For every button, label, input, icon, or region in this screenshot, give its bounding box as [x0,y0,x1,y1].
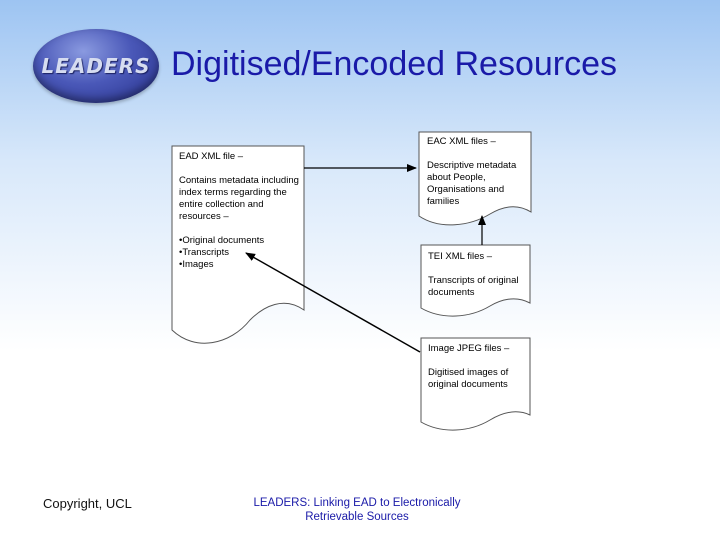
footer-caption: LEADERS: Linking EAD to Electronically R… [253,497,461,523]
logo-text: LEADERS [41,54,151,78]
ead-document-text: EAD XML file – Contains metadata includi… [179,151,301,271]
arrow-image-to-ead [245,252,421,353]
eac-description: Descriptive metadata about People, Organ… [427,160,517,207]
eac-document-shape [418,131,532,226]
image-description: Digitised images of original documents [428,367,509,390]
image-document-shape [420,337,531,431]
ead-heading: EAD XML file – [179,151,244,162]
eac-heading: EAC XML files – [427,136,496,147]
page-title: Digitised/Encoded Resources [171,45,618,83]
image-document-text: Image JPEG files – Digitised images of o… [428,343,528,391]
leaders-logo: LEADERS [33,29,159,103]
ead-item-original-documents: •Original documents [179,235,265,246]
tei-document-text: TEI XML files – Transcripts of original … [428,251,528,299]
tei-heading: TEI XML files – [428,251,493,262]
image-heading: Image JPEG files – [428,343,510,354]
ead-description: Contains metadata including index terms … [179,175,299,222]
ead-document-shape [171,145,305,344]
eac-document-text: EAC XML files – Descriptive metadata abo… [427,136,527,208]
ead-item-images: •Images [179,259,214,270]
tei-description: Transcripts of original documents [428,275,519,298]
tei-document-shape [420,244,531,317]
copyright-footer: Copyright, UCL [43,496,132,511]
ead-item-transcripts: •Transcripts [179,247,229,258]
